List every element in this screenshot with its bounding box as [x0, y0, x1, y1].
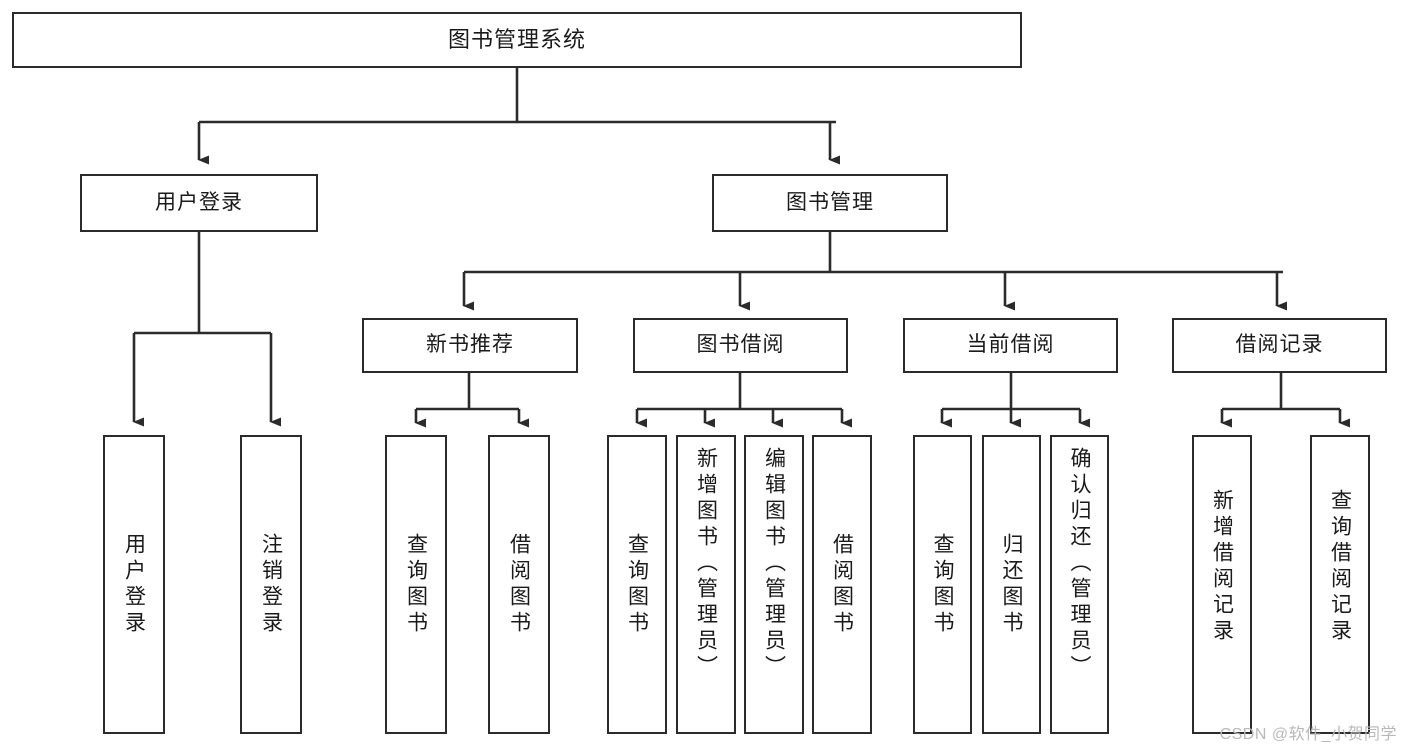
node-new-book-recommend[interactable]: 新书推荐 — [362, 318, 578, 373]
node-label: 确认归还（管理员） — [1068, 447, 1091, 681]
node-label: 查询借阅记录 — [1328, 489, 1352, 645]
node-label: 新增借阅记录 — [1210, 489, 1234, 645]
node-leaf-add-book[interactable]: 新增图书（管理员） — [676, 435, 736, 734]
node-book-management[interactable]: 图书管理 — [712, 174, 948, 232]
node-label: 查询图书 — [931, 533, 954, 637]
node-label: 查询图书 — [625, 533, 649, 637]
node-label: 图书借阅 — [696, 333, 785, 357]
node-leaf-confirm-return[interactable]: 确认归还（管理员） — [1050, 435, 1109, 734]
node-label: 图书管理系统 — [447, 27, 586, 53]
node-leaf-edit-book[interactable]: 编辑图书（管理员） — [744, 435, 804, 734]
node-leaf-return-book[interactable]: 归还图书 — [982, 435, 1041, 734]
node-leaf-query-record[interactable]: 查询借阅记录 — [1310, 435, 1370, 734]
node-label: 编辑图书（管理员） — [762, 447, 786, 681]
node-label: 图书管理 — [786, 190, 874, 214]
node-label: 新增图书（管理员） — [694, 447, 718, 681]
node-user-login[interactable]: 用户登录 — [80, 174, 318, 232]
node-label: 注销登录 — [259, 533, 283, 637]
node-leaf-user-login[interactable]: 用户登录 — [103, 435, 165, 734]
node-label: 查询图书 — [404, 533, 428, 637]
node-label: 借阅图书 — [507, 533, 531, 637]
node-label: 用户登录 — [155, 190, 243, 214]
node-label: 当前借阅 — [966, 333, 1055, 357]
node-leaf-query-book-2[interactable]: 查询图书 — [607, 435, 667, 734]
node-leaf-query-book-3[interactable]: 查询图书 — [913, 435, 972, 734]
node-leaf-logout-login[interactable]: 注销登录 — [240, 435, 302, 734]
node-root-system[interactable]: 图书管理系统 — [12, 12, 1022, 68]
csdn-watermark: CSDN @软件_小贺同学 — [1219, 726, 1397, 743]
node-label: 借阅图书 — [830, 533, 854, 637]
node-borrow-record[interactable]: 借阅记录 — [1172, 318, 1387, 373]
node-label: 用户登录 — [122, 533, 146, 637]
node-leaf-borrow-book-1[interactable]: 借阅图书 — [488, 435, 550, 734]
node-leaf-add-record[interactable]: 新增借阅记录 — [1192, 435, 1252, 734]
node-leaf-query-book-1[interactable]: 查询图书 — [385, 435, 447, 734]
node-label: 归还图书 — [1000, 533, 1023, 637]
node-current-borrow[interactable]: 当前借阅 — [903, 318, 1118, 373]
node-label: 新书推荐 — [426, 333, 514, 357]
node-label: 借阅记录 — [1235, 333, 1324, 357]
node-book-borrow[interactable]: 图书借阅 — [633, 318, 848, 373]
node-leaf-borrow-book-2[interactable]: 借阅图书 — [812, 435, 872, 734]
